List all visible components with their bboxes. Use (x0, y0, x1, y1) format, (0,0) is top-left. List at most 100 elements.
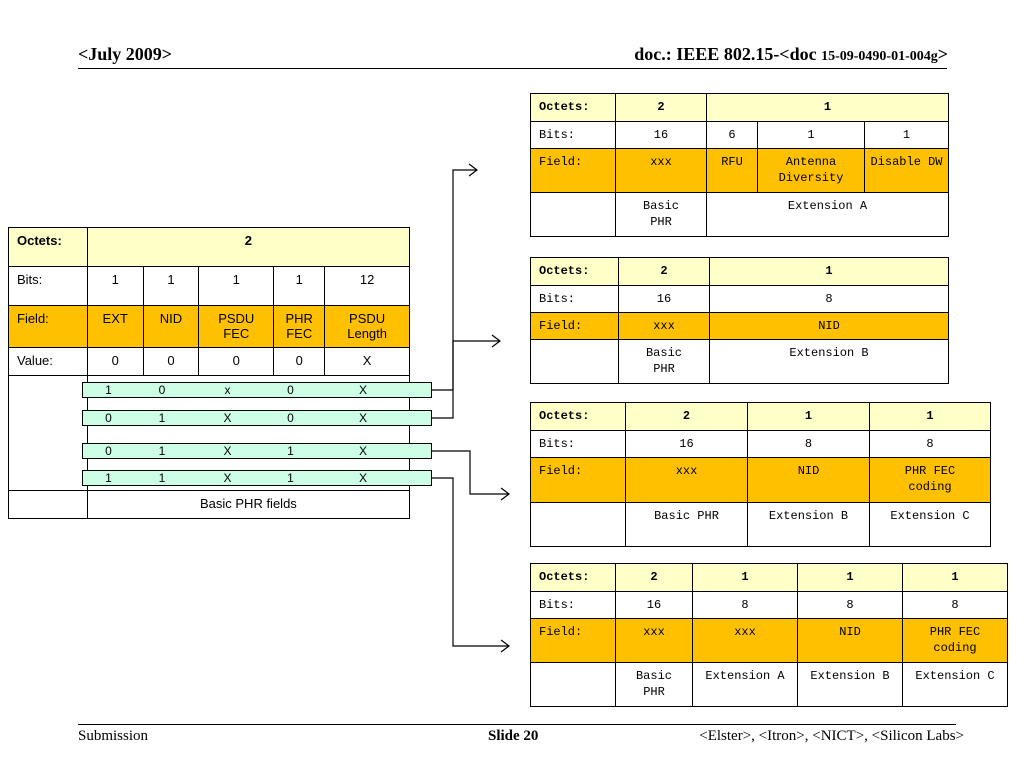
field-cell: PSDU Length (324, 305, 410, 348)
octets-cell: 2 (615, 93, 707, 122)
field-cell: xxx (692, 618, 798, 663)
combination-row-b: 0 1 X 0 X (82, 410, 432, 426)
bits-cell: 12 (324, 266, 410, 306)
bits-label: Bits: (530, 591, 616, 619)
octets-cell: 1 (902, 563, 1008, 592)
header-doc-prefix: doc.: IEEE 802.15-<doc (634, 44, 822, 64)
group-cell: Extension C (902, 662, 1008, 707)
bits-cell: 1 (142, 266, 200, 306)
basic-phr-table: Octets: 2 Bits: 1 1 1 1 12 Field: EXT NI… (8, 227, 411, 519)
header-doc-suffix: > (937, 44, 948, 64)
combo-cell: 1 (158, 444, 166, 458)
extension-bc-table: Octets: 2 1 1 Bits: 16 8 8 Field: xxx NI… (530, 402, 991, 547)
bits-cell: 8 (797, 591, 903, 619)
field-cell: xxx (615, 618, 693, 663)
footer-submission: Submission (78, 728, 149, 744)
octets-label: Octets: (530, 93, 616, 122)
combo-cell: 0 (287, 383, 294, 397)
group-label-cell (530, 339, 619, 384)
octets-cell: 2 (615, 563, 693, 592)
combo-cell: X (358, 383, 367, 397)
group-cell: Extension A (706, 192, 949, 237)
arrowhead-a (468, 163, 478, 177)
bits-label: Bits: (530, 285, 619, 313)
group-cell: Basic PHR (615, 192, 707, 237)
field-cell: xxx (618, 312, 710, 340)
bits-cell: 1 (864, 121, 949, 149)
combo-cell: 0 (287, 411, 294, 425)
combo-cell: 0 (105, 444, 112, 458)
bits-cell: 8 (692, 591, 798, 619)
combo-cell: 0 (158, 383, 166, 397)
field-cell: xxx (625, 457, 748, 503)
octets-cell: 1 (709, 257, 949, 286)
combo-cell: 1 (287, 444, 294, 458)
field-cell: NID (747, 457, 870, 503)
bits-cell: 8 (709, 285, 949, 313)
field-cell: RFU (706, 148, 758, 193)
header-date: <July 2009> (78, 44, 173, 64)
combination-row-c: 0 1 X 1 X (82, 443, 432, 459)
field-cell: PHR FEC coding (902, 618, 1008, 663)
octets-label: Octets: (530, 563, 616, 592)
connector-to-extension-abc (432, 477, 509, 647)
combinations-label-cell (8, 375, 88, 491)
combo-cell: 1 (287, 471, 294, 485)
octets-label: Octets: (8, 227, 88, 267)
arrowhead-b (491, 334, 501, 348)
bits-cell: 1 (273, 266, 326, 306)
group-cell: Basic PHR (618, 339, 710, 384)
octets-cell: 2 (625, 402, 748, 431)
field-label: Field: (530, 312, 619, 340)
header-doc-number: 15-09-0490-01-004g (821, 49, 938, 64)
extension-a-table: Octets: 2 1 Bits: 16 6 1 1 Field: xxx RF… (530, 93, 949, 237)
value-cell: X (324, 347, 410, 376)
field-label: Field: (530, 457, 626, 503)
bits-cell: 16 (615, 121, 707, 149)
bits-cell: 16 (618, 285, 710, 313)
field-cell: NID (142, 305, 200, 348)
combo-cell: X (358, 411, 367, 425)
field-label: Field: (530, 618, 616, 663)
bits-label: Bits: (8, 266, 88, 306)
combo-cell: X (358, 444, 367, 458)
extension-abc-table: Octets: 2 1 1 1 Bits: 16 8 8 8 Field: xx… (530, 563, 1008, 707)
value-label: Value: (8, 347, 88, 376)
octets-cell: 1 (692, 563, 798, 592)
group-cell: Basic PHR (615, 662, 693, 707)
octets-cell: 1 (869, 402, 991, 431)
group-cell: Extension B (747, 502, 870, 547)
combo-cell: 1 (158, 411, 166, 425)
group-label-cell (530, 662, 616, 707)
field-cell: NID (709, 312, 949, 340)
footer-label-cell (8, 490, 88, 519)
field-cell: PHR FEC (273, 305, 326, 348)
connector-to-extension-bc (432, 450, 509, 495)
group-cell: Extension B (709, 339, 949, 384)
field-cell: PSDU FEC (198, 305, 275, 348)
field-cell: PHR FEC coding (869, 457, 991, 503)
combo-cell: x (224, 383, 231, 397)
combo-cell: X (223, 444, 232, 458)
group-label-cell (530, 502, 626, 547)
arrowhead-c (500, 487, 510, 501)
field-cell: NID (797, 618, 903, 663)
octets-cell: 1 (747, 402, 870, 431)
field-cell: Disable DW (864, 148, 949, 193)
footer-authors: <Elster>, <Itron>, <NICT>, <Silicon Labs… (699, 728, 964, 744)
bits-cell: 1 (86, 266, 144, 306)
header-doc-id: doc.: IEEE 802.15-<doc 15-09-0490-01-004… (634, 44, 948, 65)
group-cell: Basic PHR (625, 502, 748, 547)
group-cell: Extension B (797, 662, 903, 707)
connector-to-extension-b (432, 340, 500, 419)
bits-cell: 1 (198, 266, 275, 306)
field-cell: Antenna Diversity (757, 148, 865, 193)
bits-cell: 8 (902, 591, 1008, 619)
extension-b-table: Octets: 2 1 Bits: 16 8 Field: xxx NID Ba… (530, 257, 949, 384)
octets-cell: 2 (618, 257, 710, 286)
value-cell: 0 (273, 347, 326, 376)
combo-cell: 1 (158, 471, 166, 485)
group-label-cell (530, 192, 616, 237)
bits-cell: 1 (757, 121, 865, 149)
